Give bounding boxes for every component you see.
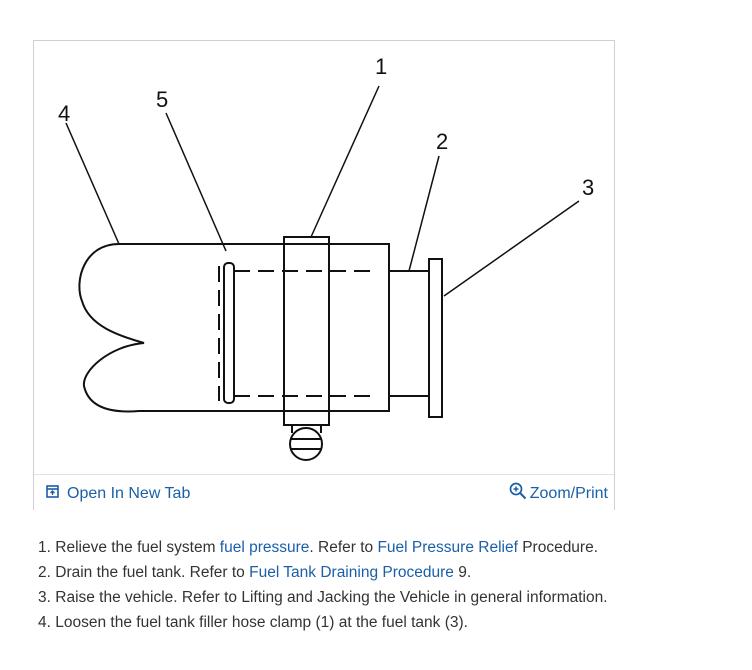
fuel-pressure-link[interactable]: fuel pressure [219,539,310,556]
step-text: Procedure. [517,539,599,556]
clamp-screw-neck [291,425,322,433]
step-text: 9. [453,564,472,581]
step-item: 3. Raise the vehicle. Refer to Lifting a… [38,585,738,610]
callout-4: 4 [58,101,70,126]
zoom-in-icon [509,482,527,505]
diagram-svg: 1 2 3 4 5 [58,54,594,461]
procedure-steps: 1. Relieve the fuel system fuel pressure… [38,535,738,635]
step-number: 3. [38,589,51,606]
fuel-pressure-relief-link[interactable]: Fuel Pressure Relief [377,539,518,556]
fuel-tank-draining-link[interactable]: Fuel Tank Draining Procedure [249,564,454,581]
callout-3: 3 [582,175,594,200]
figure-toolbar: Open In New Tab Zoom/Print [34,474,614,511]
step-item: 4. Loosen the fuel tank filler hose clam… [38,610,738,635]
step-text: . Refer to [309,539,378,556]
step-text: Raise the vehicle. Refer to Lifting and … [55,589,608,606]
hose-bead [223,262,235,404]
tank-flange [428,258,443,418]
leader-3 [443,200,580,297]
step-number: 2. [38,564,51,581]
hose-clamp-band [283,236,330,426]
callout-5: 5 [156,87,168,112]
leader-1 [310,85,380,238]
leader-4 [65,122,120,245]
step-number: 4. [38,614,51,631]
leader-2 [408,155,440,272]
zoom-print-label: Zoom/Print [529,484,608,502]
step-number: 1. [38,539,51,556]
step-text: Loosen the fuel tank filler hose clamp (… [55,614,468,631]
figure-panel: 1 2 3 4 5 Open In New Tab [33,40,615,511]
neck-outline [284,243,390,412]
callout-2: 2 [436,129,448,154]
step-item: 1. Relieve the fuel system fuel pressure… [38,535,738,560]
hose-outline [78,243,284,413]
leader-5 [165,112,227,252]
open-in-new-tab-label: Open In New Tab [67,485,191,502]
open-in-new-tab-link[interactable]: Open In New Tab [46,485,190,503]
step-text: Relieve the fuel system [55,539,220,556]
hose-clamp-diagram: 1 2 3 4 5 [34,41,614,471]
neck-pipe [389,270,429,397]
callout-1: 1 [375,54,387,79]
open-in-new-tab-icon [46,485,59,503]
step-item: 2. Drain the fuel tank. Refer to Fuel Ta… [38,560,738,585]
zoom-print-link[interactable]: Zoom/Print [509,482,608,505]
step-text: Drain the fuel tank. Refer to [55,564,250,581]
clamp-screw-slot [290,438,322,450]
clamp-screw-head [289,427,323,461]
